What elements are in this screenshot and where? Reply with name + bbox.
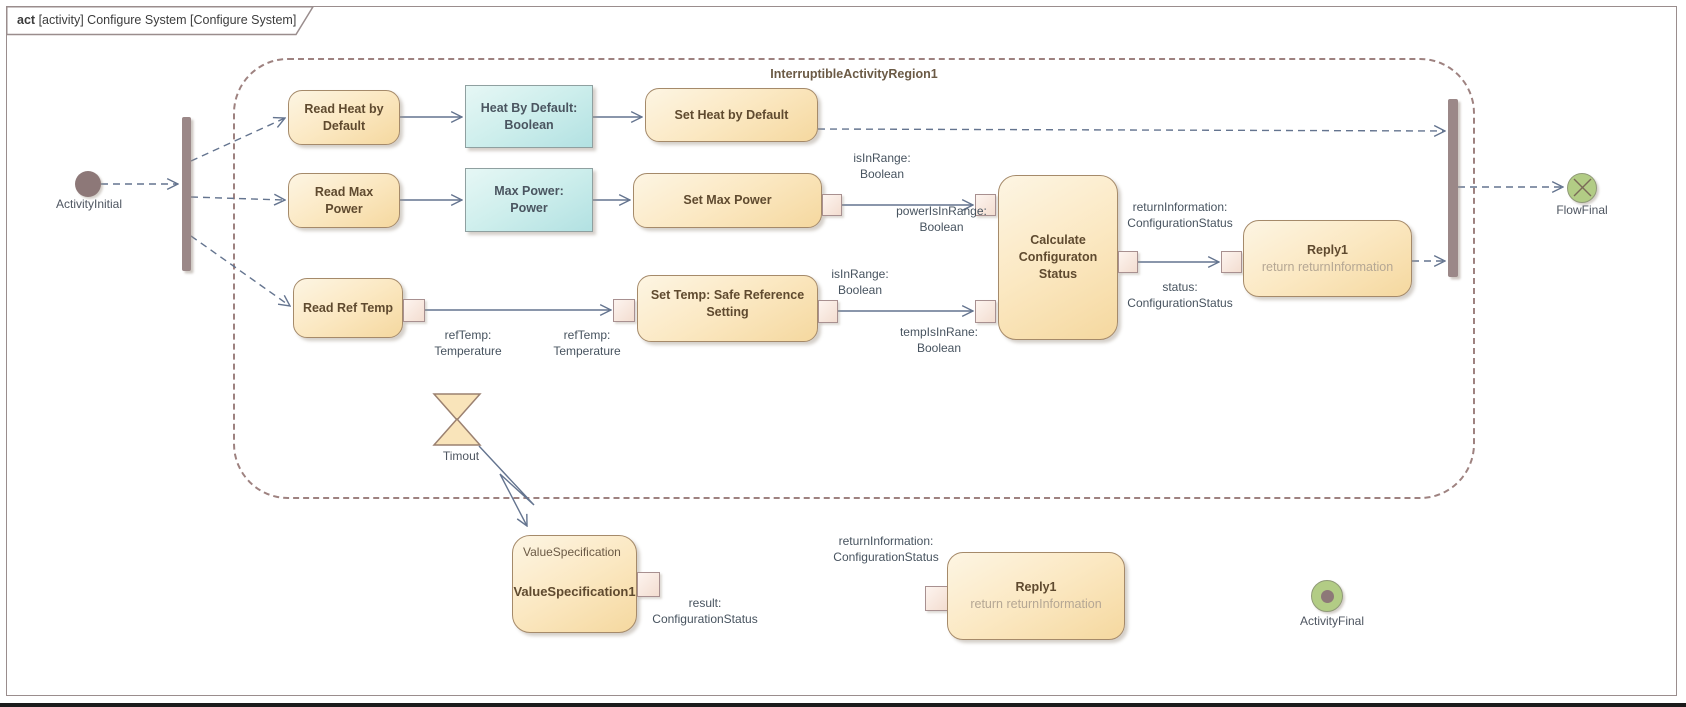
action-label: Read Heat by Default — [304, 101, 384, 133]
action-set-max-power[interactable]: Set Max Power — [633, 173, 822, 228]
activity-initial-node[interactable] — [75, 171, 101, 197]
flow-final-label: FlowFinal — [1556, 203, 1608, 217]
fork-bar[interactable] — [182, 117, 191, 271]
pin-reply-bottom-in[interactable] — [925, 586, 948, 611]
action-set-heat-by-default[interactable]: Set Heat by Default — [645, 88, 818, 142]
action-read-max-power[interactable]: Read Max Power — [288, 173, 400, 228]
action-label: Set Temp: Safe Reference Setting — [650, 287, 805, 319]
join-bar[interactable] — [1448, 99, 1458, 277]
flow-final-node[interactable] — [1567, 173, 1597, 203]
edge-label-result: result: ConfigurationStatus — [652, 596, 758, 627]
pin-set-max-power-out[interactable] — [822, 194, 842, 216]
action-label: ValueSpecification1 — [513, 584, 636, 600]
action-label: Reply1 — [1307, 242, 1348, 257]
diagram-title-tab — [6, 6, 315, 36]
object-node-heat-by-default[interactable]: Heat By Default: Boolean — [465, 85, 593, 148]
action-value-specification[interactable]: ValueSpecification ValueSpecification1 — [512, 535, 637, 633]
reply-effect-text: return returnInformation — [1261, 259, 1394, 274]
action-label: Set Max Power — [683, 193, 772, 208]
object-label: Heat By Default: Boolean — [480, 100, 578, 132]
action-label: Read Ref Temp — [302, 300, 394, 315]
action-label: Set Heat by Default — [674, 107, 789, 122]
action-reply1-top[interactable]: Reply1 return returnInformation — [1243, 220, 1412, 297]
pin-read-ref-temp-out[interactable] — [403, 299, 425, 322]
value-spec-stereotype: ValueSpecification — [523, 545, 621, 559]
edge-label-reftemp-source: refTemp: Temperature — [434, 328, 502, 359]
edge-label-isinrange-temp: isInRange: Boolean — [831, 267, 889, 298]
edge-label-status: status: ConfigurationStatus — [1127, 280, 1233, 311]
object-node-max-power[interactable]: Max Power: Power — [465, 168, 593, 232]
hourglass-icon — [432, 393, 482, 446]
edge-label-isinrange-power: isInRange: Boolean — [853, 151, 911, 182]
action-calculate-configuration-status[interactable]: Calculate Configuraton Status — [998, 175, 1118, 340]
diagram-frame — [6, 6, 1677, 696]
action-reply1-bottom[interactable]: Reply1 return returnInformation — [947, 552, 1125, 640]
action-read-ref-temp[interactable]: Read Ref Temp — [293, 278, 403, 338]
edge-label-returninformation-bottom: returnInformation: ConfigurationStatus — [833, 534, 939, 565]
pin-value-spec-out[interactable] — [637, 572, 660, 597]
activity-final-label: ActivityFinal — [1299, 614, 1364, 628]
edge-label-returninformation-top: returnInformation: ConfigurationStatus — [1127, 200, 1233, 231]
flow-final-x-icon — [1573, 178, 1592, 197]
action-label: Reply1 — [1015, 580, 1057, 595]
action-read-heat-by-default[interactable]: Read Heat by Default — [288, 90, 400, 145]
diagram-title: act [activity] Configure System [Configu… — [17, 13, 296, 27]
action-label: Read Max Power — [314, 184, 374, 216]
region-label: InterruptibleActivityRegion1 — [770, 67, 938, 81]
activity-initial-label: ActivityInitial — [55, 197, 123, 211]
accept-time-event-timeout[interactable] — [431, 392, 483, 447]
edge-label-reftemp-target: refTemp: Temperature — [553, 328, 621, 359]
action-set-temp[interactable]: Set Temp: Safe Reference Setting — [637, 275, 818, 342]
diagram-title-keyword: act — [17, 13, 36, 27]
activity-final-dot — [1320, 589, 1334, 603]
pin-reply-top-in[interactable] — [1221, 251, 1242, 273]
pin-set-temp-in[interactable] — [613, 299, 635, 322]
pin-calculate-power-in[interactable] — [975, 194, 996, 216]
object-label: Max Power: Power — [494, 184, 564, 215]
pin-calculate-temp-in[interactable] — [975, 300, 996, 323]
activity-final-node[interactable] — [1311, 580, 1343, 612]
edge-label-tempisinrane: tempIsInRane: Boolean — [899, 325, 979, 356]
pin-set-temp-out[interactable] — [818, 300, 838, 323]
reply-effect-text: return returnInformation — [970, 597, 1102, 611]
action-label: Calculate Configuraton Status — [1018, 233, 1098, 281]
window-bottom-edge — [0, 703, 1686, 707]
edge-label-powerisinrange: powerIsInRange: Boolean — [896, 204, 987, 235]
timeout-label: Timout — [442, 449, 480, 463]
diagram-title-text: [activity] Configure System [Configure S… — [38, 13, 297, 27]
pin-calculate-out[interactable] — [1118, 251, 1138, 273]
